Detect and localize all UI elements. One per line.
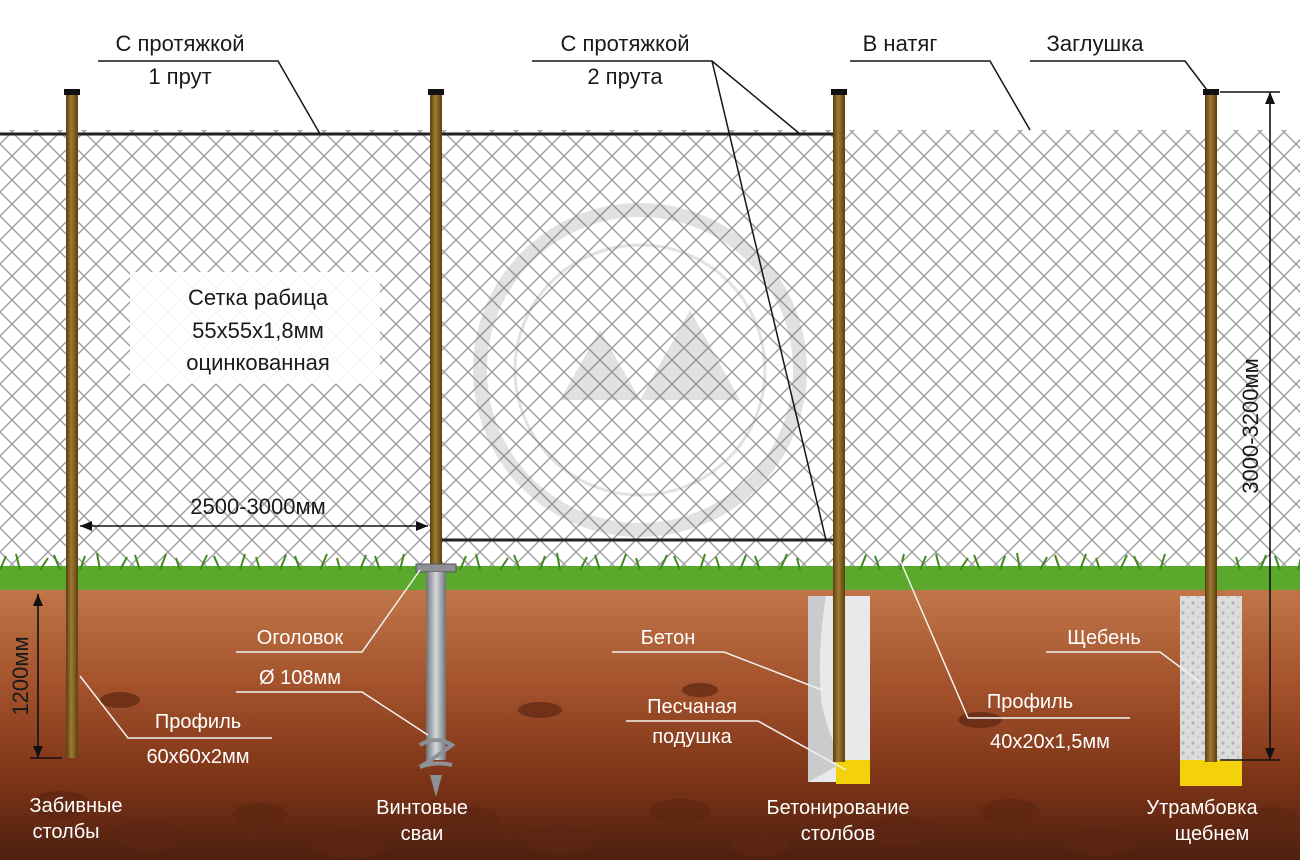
depth-dimension: [30, 594, 62, 759]
profile-left-label-line2: 60х60х2мм: [146, 746, 249, 768]
screw-pile-blade: [418, 738, 456, 769]
sand-cushion: [836, 760, 870, 784]
sand-label-line1: Песчаная: [647, 696, 737, 718]
diameter-label: Ø 108мм: [259, 667, 341, 689]
profile-right-label-line2: 40х20х1,5мм: [990, 731, 1110, 753]
profile-right-label-line1: Профиль: [987, 691, 1073, 713]
method-driven-line2: столбы: [32, 821, 99, 843]
concrete-label: Бетон: [641, 627, 696, 649]
span-dimension: [80, 521, 428, 531]
pull-two-leader: [532, 60, 827, 541]
diameter-leader: [236, 691, 429, 736]
height-dimension-label: 3000-3200мм: [1238, 358, 1263, 493]
cap-leader: [1030, 60, 1208, 91]
pull-one-label-line2: 1 прут: [148, 64, 211, 89]
concrete-leader: [612, 651, 823, 691]
method-gravel-line2: щебнем: [1175, 823, 1250, 845]
soil: [0, 588, 1300, 860]
sand-label-line2: подушка: [652, 726, 732, 748]
cap-label: Заглушка: [1047, 31, 1145, 56]
method-concrete-line2: столбов: [801, 823, 876, 845]
tension-leader: [850, 60, 1031, 131]
height-dimension: [1220, 91, 1280, 761]
sand-leader: [626, 720, 847, 771]
watermark-logo: [473, 203, 807, 537]
grass-strip: [0, 566, 1300, 590]
gravel-leader: [1046, 651, 1201, 683]
gravel-label: Щебень: [1067, 627, 1140, 649]
screw-pile-post: [415, 89, 457, 797]
method-driven-line1: Забивные: [30, 795, 123, 817]
method-gravel-line1: Утрамбовка: [1146, 797, 1258, 819]
profile-right-leader: [899, 559, 1130, 719]
gravel-post: [1180, 89, 1242, 786]
mesh-label-line2: 55х55х1,8мм: [192, 318, 324, 343]
pull-two-label-line1: С протяжкой: [560, 31, 689, 56]
method-concrete-line1: Бетонирование: [767, 797, 910, 819]
mesh-label-line1: Сетка рабица: [188, 285, 329, 310]
pile-head-plate: [415, 563, 457, 573]
span-dimension-label: 2500-3000мм: [190, 494, 325, 519]
profile-left-label-line1: Профиль: [155, 711, 241, 733]
concreted-post: [808, 89, 870, 784]
pull-two-label-line2: 2 прута: [587, 64, 663, 89]
screw-pile-shaft: [426, 572, 446, 760]
pull-one-label-line1: С протяжкой: [115, 31, 244, 56]
head-leader: [236, 569, 421, 653]
soil-stones: [30, 683, 1300, 859]
head-label: Оголовок: [257, 627, 344, 649]
driven-post: [64, 89, 80, 758]
mesh-label-box: [130, 272, 380, 384]
pull-one-leader: [98, 60, 321, 135]
method-screw-line2: сваи: [401, 823, 444, 845]
tension-label: В натяг: [863, 31, 938, 56]
gravel-base: [1180, 760, 1242, 786]
mesh-label-line3: оцинкованная: [186, 350, 330, 375]
method-screw-line1: Винтовые: [376, 797, 468, 819]
profile-left-leader: [79, 675, 272, 739]
depth-dimension-label: 1200мм: [8, 636, 33, 715]
grass-blades: [0, 552, 1300, 571]
